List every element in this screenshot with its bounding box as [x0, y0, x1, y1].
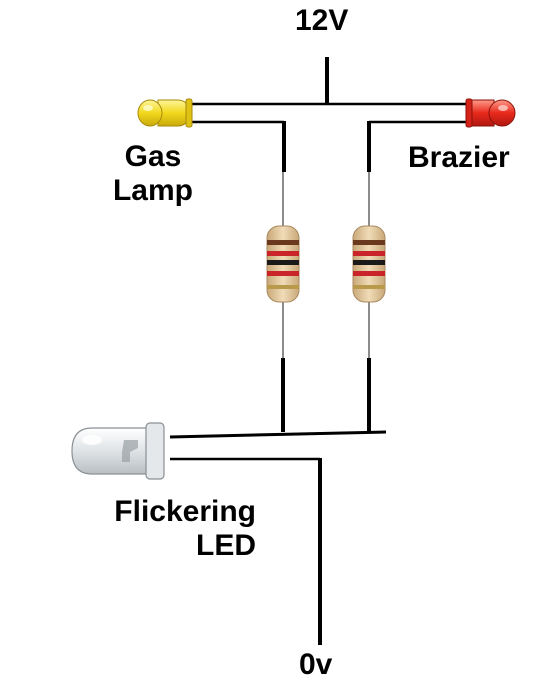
red-led-icon [465, 98, 516, 128]
flickering-led-label-line2: LED [196, 528, 256, 562]
flickering-led-label: Flickering LED [78, 495, 256, 562]
resistor-right [352, 172, 386, 432]
ground-label: 0v [299, 648, 333, 681]
resistor-left-icon [266, 225, 300, 303]
resistor-right-icon [352, 225, 386, 303]
yellow-led-icon [137, 98, 193, 128]
gas-lamp-label-line2: Lamp [112, 173, 193, 207]
flickering-led-label-line1: Flickering [114, 495, 256, 528]
resistor-left [266, 172, 300, 432]
clear-led-icon [71, 422, 165, 480]
gas-lamp-label: Gas Lamp [99, 140, 207, 207]
supply-label: 12V [295, 4, 349, 37]
flickering-led [71, 422, 387, 480]
gas-lamp-led [137, 98, 327, 172]
gas-lamp-label-line1: Gas [124, 140, 182, 173]
brazier-label: Brazier [408, 141, 510, 174]
brazier-led [327, 98, 516, 172]
